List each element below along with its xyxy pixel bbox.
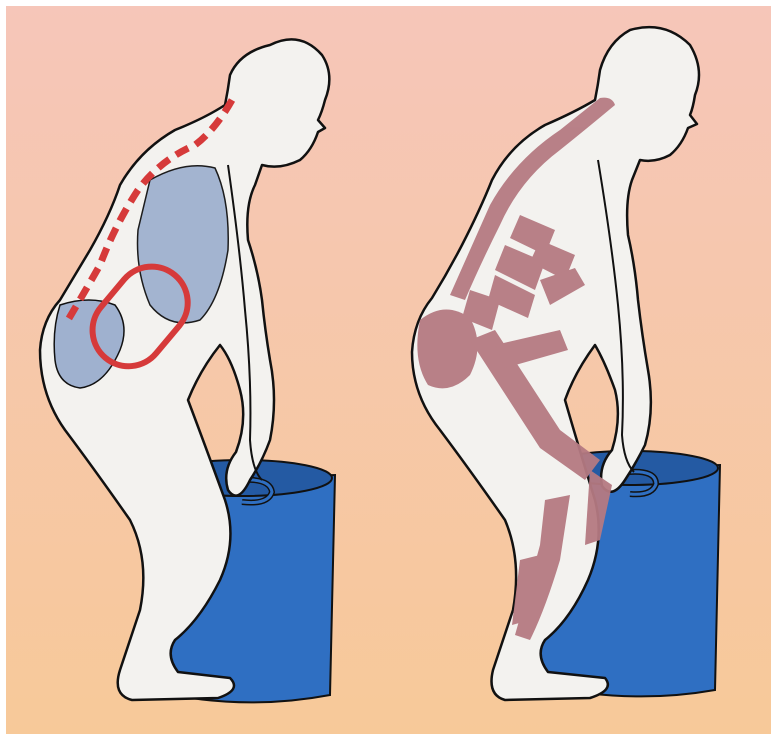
left-organ-chest	[138, 166, 229, 323]
